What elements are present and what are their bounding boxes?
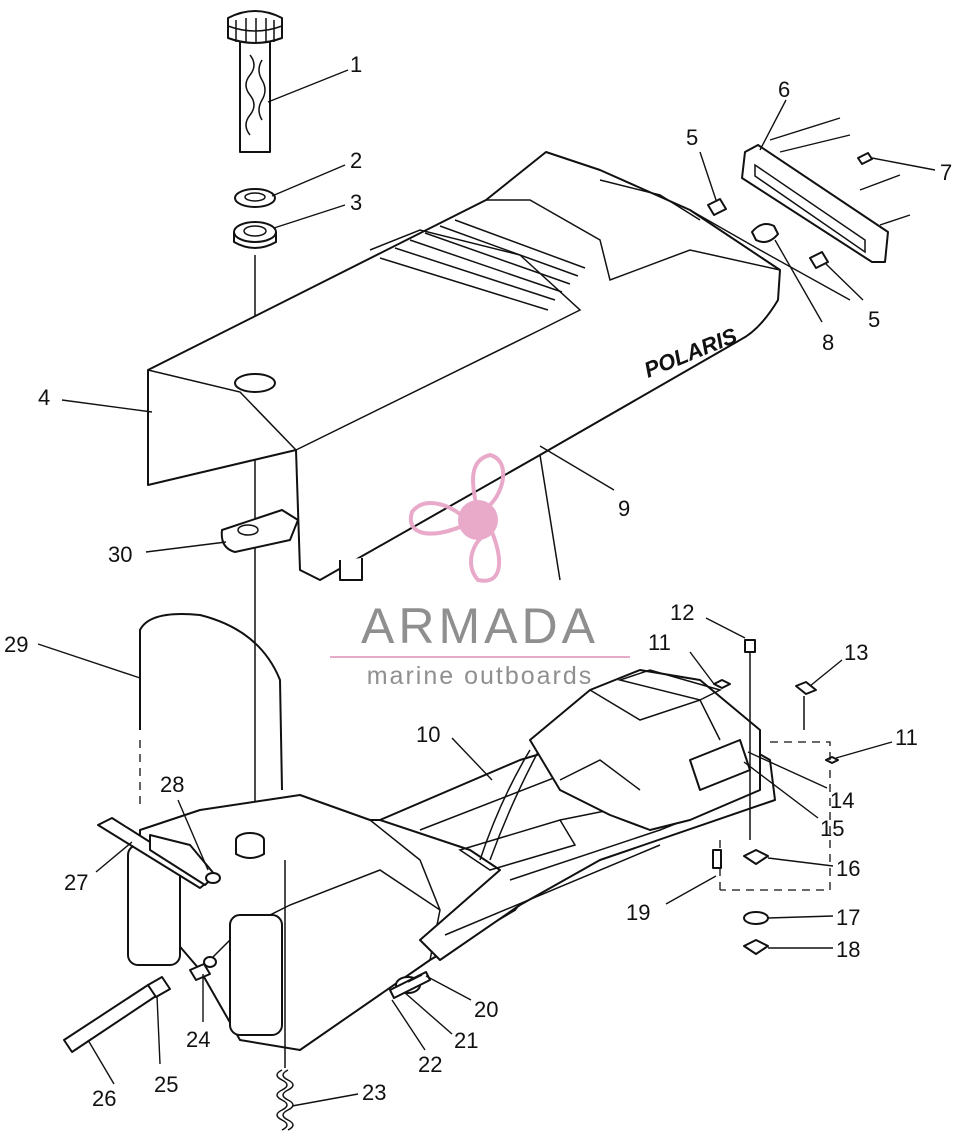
- callout-3: 3: [350, 190, 362, 215]
- callout-5a: 5: [686, 125, 698, 150]
- callout-17: 17: [836, 905, 860, 930]
- callout-18: 18: [836, 937, 860, 962]
- taillight-assembly: [689, 117, 911, 301]
- callout-7: 7: [940, 160, 952, 185]
- callout-15: 15: [820, 816, 844, 841]
- callout-26: 26: [92, 1086, 116, 1111]
- callout-22: 22: [418, 1052, 442, 1077]
- callout-14: 14: [830, 788, 854, 813]
- callout-27: 27: [64, 870, 88, 895]
- watermark-tagline: marine outboards: [367, 662, 594, 690]
- propeller-logo-icon: [408, 452, 506, 583]
- callout-8: 8: [822, 330, 834, 355]
- strap-parts: [97, 817, 221, 889]
- fuel-tank: [127, 794, 531, 1051]
- callout-24: 24: [186, 1027, 210, 1052]
- hardware-parts: [712, 639, 839, 955]
- rear-console: [529, 669, 761, 831]
- callout-13: 13: [844, 640, 868, 665]
- callout-2: 2: [350, 148, 362, 173]
- watermark-name: ARMADA: [361, 598, 599, 654]
- callout-5b: 5: [868, 307, 880, 332]
- callout-11b: 11: [895, 725, 918, 750]
- armada-watermark: ARMADA marine outboards: [330, 452, 630, 690]
- callout-28: 28: [160, 772, 184, 797]
- leader-lines: [37, 69, 936, 1107]
- callout-29: 29: [4, 632, 28, 657]
- bracket-part: [220, 509, 299, 553]
- callout-labels: 1 2 3 4 5 5 6 7 8 9 10 11 11 12 13 14 15…: [4, 52, 952, 1111]
- fuel-line-parts: [63, 956, 217, 1053]
- callout-19: 19: [626, 900, 650, 925]
- callout-6: 6: [778, 77, 790, 102]
- callout-12: 12: [670, 600, 694, 625]
- callout-16: 16: [836, 856, 860, 881]
- callout-23: 23: [362, 1080, 386, 1105]
- callout-25: 25: [154, 1072, 178, 1097]
- gas-cap-part: [227, 10, 283, 153]
- callout-11a: 11: [648, 630, 671, 655]
- wire-loop-part: [139, 613, 283, 791]
- rear-bolt-parts: [389, 971, 431, 999]
- callout-20: 20: [474, 997, 498, 1022]
- spring-part: [276, 860, 294, 1131]
- callout-4: 4: [38, 385, 50, 410]
- callout-30: 30: [108, 542, 132, 567]
- callout-21: 21: [454, 1028, 478, 1053]
- washer-part: [234, 188, 276, 208]
- grommet-part: [233, 221, 277, 249]
- callout-1: 1: [350, 52, 362, 77]
- callout-9: 9: [618, 496, 630, 521]
- callout-10: 10: [416, 722, 440, 747]
